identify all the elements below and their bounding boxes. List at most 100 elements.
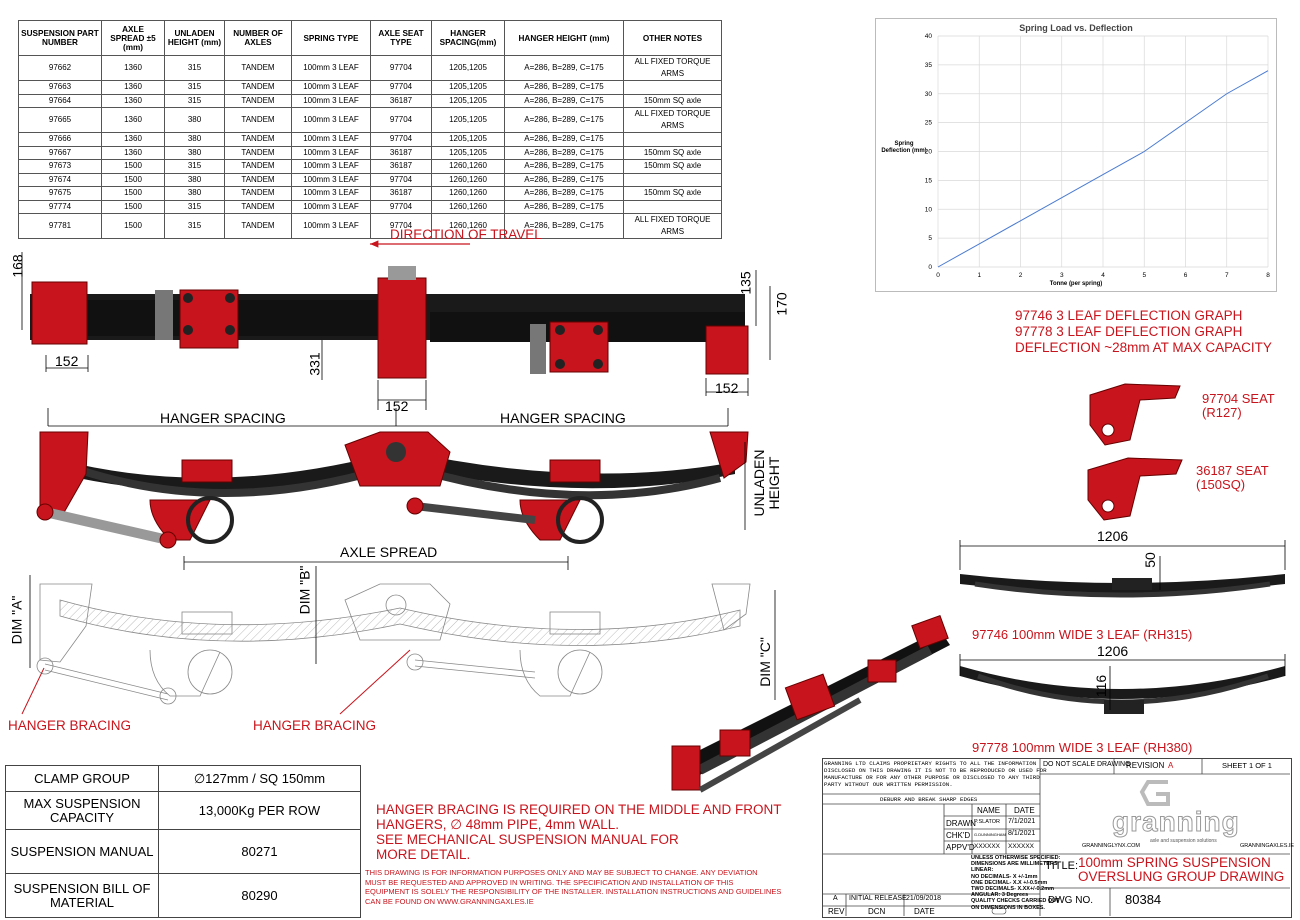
spec-cell: 1260,1260 (431, 213, 505, 239)
info-value: 80290 (158, 873, 361, 918)
graph-notes: 97746 3 LEAF DEFLECTION GRAPH 97778 3 LE… (1015, 308, 1272, 356)
chart-y-tick-label: 0 (928, 264, 932, 271)
seat-1-size: (R127) (1202, 405, 1242, 420)
initial-release: INITIAL RELEASE (849, 895, 907, 902)
chart-y-tick-label: 5 (928, 235, 932, 242)
spec-cell: TANDEM (224, 55, 292, 81)
bracing-note: HANGER BRACING IS REQUIRED ON THE MIDDLE… (376, 802, 782, 862)
spec-cell: 100mm 3 LEAF (291, 107, 371, 133)
spring-2-height: 116 (1093, 674, 1110, 698)
spec-header-cell: NUMBER OF AXLES (224, 20, 292, 56)
spec-cell: 380 (164, 107, 225, 133)
chart-y-tick-label: 35 (925, 62, 933, 69)
info-value: ∅127mm / SQ 150mm (158, 765, 361, 792)
chart-x-tick-label: 5 (1142, 272, 1146, 279)
tolerance-line: DIMENSIONS ARE MILLIMETERS (971, 861, 1058, 868)
chart-x-tick-label: 3 (1060, 272, 1064, 279)
spring-1-length: 1206 (1097, 528, 1129, 544)
info-value: 80271 (158, 829, 361, 874)
spec-cell: 97781 (18, 213, 102, 239)
chart-y-tick-label: 20 (925, 149, 933, 156)
seat-2-name: 36187 SEAT (1196, 463, 1269, 478)
dim-c-label: DIM "C" (756, 637, 773, 687)
bracing-note-line: MORE DETAIL. (376, 847, 471, 862)
revision-value: A (1168, 761, 1174, 770)
disclaimer-line: THIS DRAWING IS FOR INFORMATION PURPOSES… (365, 868, 758, 877)
revision-label: REVISION (1126, 761, 1165, 770)
spec-cell: A=286, B=289, C=175 (504, 213, 624, 239)
bracing-note-line: HANGERS, ∅ 48mm PIPE, 4mm WALL. (376, 817, 620, 832)
tolerance-line: UNLESS OTHERWISE SPECIFIED: (971, 855, 1061, 861)
drawing-title: 100mm SPRING SUSPENSION OVERSLUNG GROUP … (1078, 856, 1284, 884)
proprietary-line: DISCLOSED ON THIS DRAWING IT IS NOT TO B… (824, 767, 1047, 774)
disclaimer: THIS DRAWING IS FOR INFORMATION PURPOSES… (365, 868, 781, 906)
seat-36187 (1087, 457, 1183, 521)
chart-x-tick-label: 6 (1184, 272, 1188, 279)
dcn-header: DCN (868, 907, 886, 916)
spec-cell: 97665 (18, 107, 102, 133)
seat-97704 (1089, 383, 1181, 446)
drawn-label: DRAWN (946, 819, 976, 828)
spec-cell: 97704 (370, 107, 432, 133)
chart-y-tick-label: 10 (925, 206, 933, 213)
release-date: 21/09/2018 (906, 895, 942, 902)
logo-tagline: axle and suspension solutions (1150, 838, 1217, 844)
tolerance-line: TWO DECIMALS- X.XX+/-0.2mm (971, 886, 1054, 893)
title-line-1: 100mm SPRING SUSPENSION (1078, 855, 1271, 870)
dim-152-left: 152 (55, 353, 79, 369)
info-label: CLAMP GROUP (5, 765, 159, 792)
spec-cell: A=286, B=289, C=175 (504, 107, 624, 133)
title-line-2: OVERSLUNG GROUP DRAWING (1078, 869, 1285, 884)
spec-cell: A=286, B=289, C=175 (504, 55, 624, 81)
proprietary-line: GRANNING LTD CLAIMS PROPRIETARY RIGHTS T… (824, 760, 1037, 767)
unladen-height-label: UNLADEN HEIGHT (751, 449, 782, 517)
spring-2-length: 1206 (1097, 643, 1129, 659)
tolerance-line: ANGULAR: 3 Degrees (971, 892, 1029, 899)
drawn-name: P.SLATOR (974, 819, 1000, 825)
spec-cell: 1360 (101, 107, 165, 133)
rev-a: A (833, 895, 838, 902)
info-row-clamp-group: CLAMP GROUP ∅127mm / SQ 150mm (5, 765, 361, 792)
checked-label: CHK'D (946, 831, 971, 840)
info-label: SUSPENSION BILL OF MATERIAL (5, 873, 159, 918)
spring-1-height: 50 (1141, 552, 1158, 568)
spec-header-cell: AXLE SEAT TYPE (370, 20, 432, 56)
chart-y-tick-label: 25 (925, 120, 933, 127)
checked-date: 8/1/2021 (1008, 830, 1036, 837)
name-header: NAME (977, 806, 1001, 815)
seat-97704-label: 97704 SEAT (R127) (1202, 392, 1275, 420)
info-row-capacity: MAX SUSPENSION CAPACITY 13,000Kg PER ROW (5, 791, 361, 830)
seat-36187-label: 36187 SEAT (150SQ) (1196, 464, 1269, 492)
spring-1-dims (959, 540, 1286, 590)
approved-label: APPV'D (946, 843, 975, 852)
website-right: GRANNINGAXLES.IE (1240, 843, 1295, 849)
spring-1-label: 97746 100mm WIDE 3 LEAF (RH315) (972, 627, 1193, 642)
dwg-number: 80384 (1125, 892, 1162, 907)
spring-97778 (960, 666, 1285, 714)
chart-x-label: Tonne (per spring) (1050, 281, 1103, 287)
chart-x-tick-label: 1 (977, 272, 981, 279)
chart-series-line (937, 70, 1269, 268)
chart-title: Spring Load vs. Deflection (1019, 23, 1133, 33)
dwg-no-label: DWG NO. (1048, 895, 1093, 906)
info-label: MAX SUSPENSION CAPACITY (5, 791, 159, 830)
dim-170: 170 (773, 292, 790, 316)
chart-x-tick-label: 7 (1225, 272, 1229, 279)
info-label: SUSPENSION MANUAL (5, 829, 159, 874)
tolerance-line: ON DIMENSIONS IN BOXES. (971, 904, 1045, 911)
chart-y-tick-label: 30 (925, 91, 933, 98)
spec-header-cell: HANGER HEIGHT (mm) (504, 20, 624, 56)
bracing-leader-2 (339, 649, 411, 715)
rev-header: REV (828, 907, 845, 916)
